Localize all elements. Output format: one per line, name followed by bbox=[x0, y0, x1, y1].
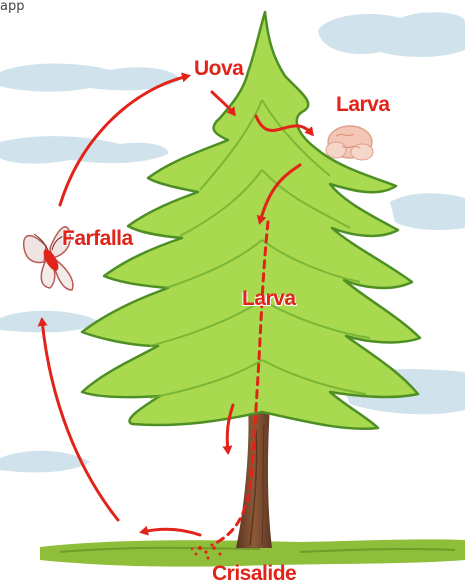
tree-trunk bbox=[236, 405, 272, 548]
label-larva-descending: Larva bbox=[242, 288, 296, 309]
label-adult: Farfalla bbox=[62, 228, 133, 249]
label-pupa: Crisalide bbox=[212, 563, 296, 584]
label-larva-nest: Larva bbox=[336, 94, 390, 115]
arrow-pupa-to-adult bbox=[42, 320, 118, 520]
arrow-eggs-to-crown bbox=[212, 92, 234, 114]
larva-nest bbox=[326, 126, 373, 160]
arrow-ground-to-pupa bbox=[142, 529, 200, 535]
label-eggs: Uova bbox=[194, 58, 243, 79]
